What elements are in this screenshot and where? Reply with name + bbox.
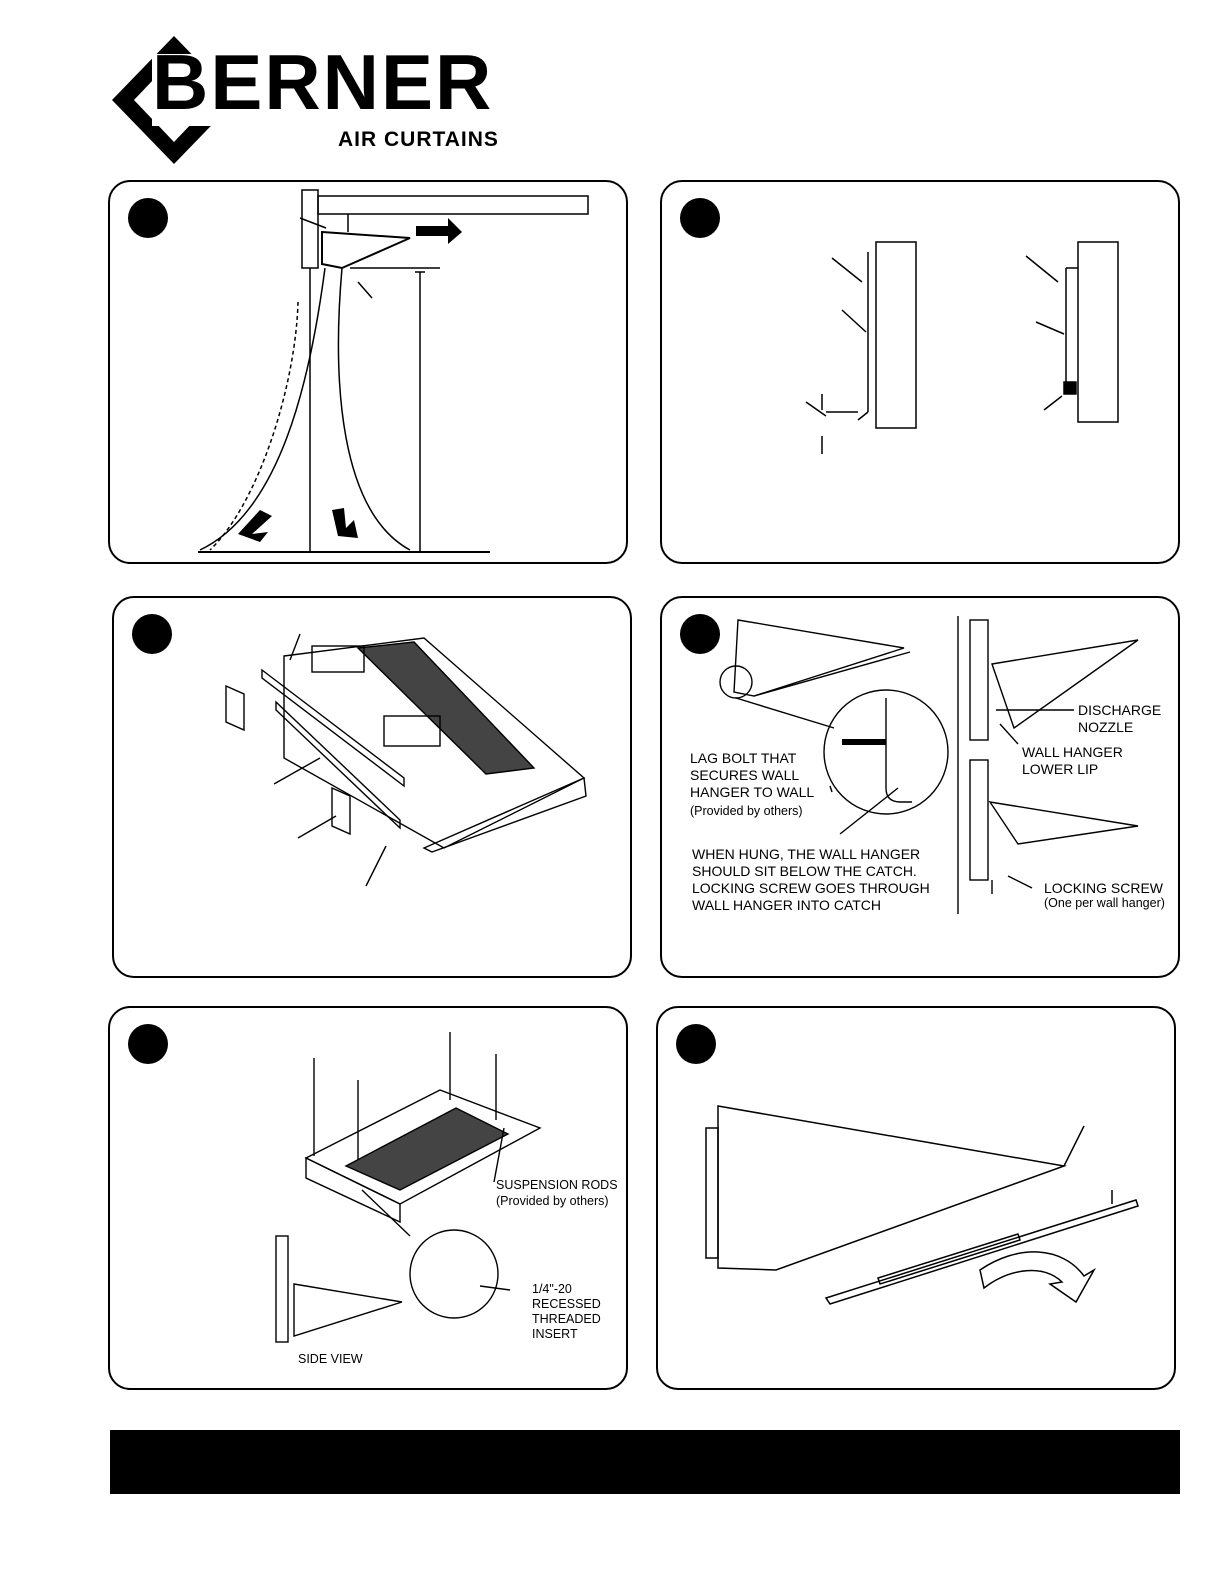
step-2-marker: [680, 198, 720, 238]
threaded-insert-label: 1/4"-20 RECESSED THREADED INSERT: [532, 1282, 601, 1341]
locking-screw-note: (One per wall hanger): [1044, 896, 1165, 910]
locking-screw-label: LOCKING SCREW: [1044, 880, 1164, 896]
step-1-marker: [128, 198, 168, 238]
berner-logo: BERNER AIR CURTAINS: [108, 36, 548, 168]
wall-mount-detail-diagram: [719, 616, 1139, 914]
suspension-rods-note: (Provided by others): [496, 1194, 609, 1208]
lag-bolt-label: LAG BOLT THAT SECURES WALL HANGER TO WAL…: [690, 750, 815, 800]
suspension-diagram: [275, 1032, 542, 1343]
exploded-unit-diagram: [225, 633, 587, 887]
airflow-diagram: [198, 189, 589, 553]
step-3-panel: [112, 596, 632, 978]
step-4-marker: [680, 614, 720, 654]
step-6-marker: [676, 1024, 716, 1064]
footer-bar: [110, 1430, 1180, 1494]
wall-hanger-lower-lip-label: WALL HANGER LOWER LIP: [1022, 744, 1123, 777]
side-view-label: SIDE VIEW: [298, 1352, 363, 1366]
logo-diamond-icon: [112, 36, 542, 164]
step-4-panel: DISCHARGE NOZZLE WALL HANGER LOWER LIP L…: [660, 596, 1180, 978]
step-5-panel: SUSPENSION RODS (Provided by others) 1/4…: [108, 1006, 628, 1390]
step-3-marker: [132, 614, 172, 654]
lag-bolt-note: (Provided by others): [690, 804, 803, 818]
wall-hanger-diagram: [805, 241, 1119, 454]
discharge-nozzle-label: DISCHARGE NOZZLE: [1078, 702, 1162, 735]
step-1-panel: [108, 180, 628, 564]
step-6-panel: [656, 1006, 1176, 1390]
step-5-marker: [128, 1024, 168, 1064]
brand-tagline: AIR CURTAINS: [338, 128, 499, 151]
suspension-rods-label: SUSPENSION RODS: [496, 1178, 618, 1192]
step-2-panel: [660, 180, 1180, 564]
brand-name: BERNER: [152, 38, 494, 126]
when-hung-instruction: WHEN HUNG, THE WALL HANGER SHOULD SIT BE…: [692, 846, 930, 913]
intake-removal-diagram: [705, 1105, 1139, 1305]
